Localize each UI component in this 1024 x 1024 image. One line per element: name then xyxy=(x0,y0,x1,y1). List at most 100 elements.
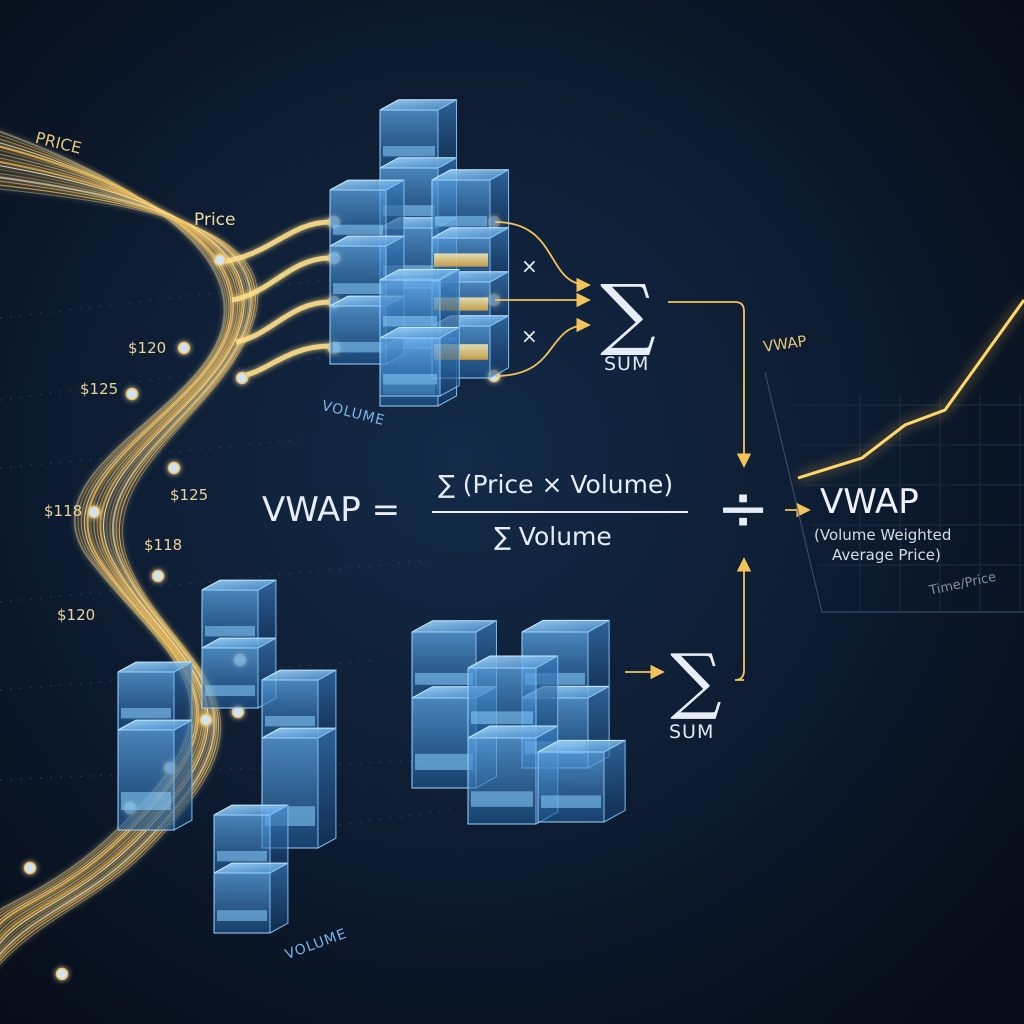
cube-glow-band xyxy=(383,315,437,327)
stream-node xyxy=(177,341,191,355)
glass-cube xyxy=(431,168,510,239)
price-branch xyxy=(245,343,331,378)
connector-top-1 xyxy=(494,221,591,293)
glass-cube xyxy=(117,661,193,731)
mini-chart-axes xyxy=(764,371,1024,613)
price-stream-line xyxy=(0,145,235,926)
multiply-sign: × xyxy=(521,324,538,348)
stream-node xyxy=(199,713,213,727)
stream-node xyxy=(55,967,69,981)
stream-node xyxy=(87,505,101,519)
vwap-result-line1: (Volume Weighted xyxy=(814,526,952,544)
stream-node xyxy=(125,387,139,401)
price-stream-line xyxy=(0,172,249,952)
cube-front-face xyxy=(537,751,605,823)
formula-numerator: ∑ (Price × Volume) xyxy=(438,470,674,499)
formula-lhs: VWAP = xyxy=(262,490,401,530)
cube-glow-band xyxy=(205,685,255,696)
vwap-result-title: VWAP xyxy=(820,482,919,522)
price-stream-line xyxy=(0,138,230,918)
price-tick-label: $125 xyxy=(170,486,209,504)
price-stream-line xyxy=(0,153,239,933)
cube-glow-band xyxy=(415,672,473,685)
stream-node xyxy=(213,253,227,267)
cube-gold-band xyxy=(434,253,488,267)
stream-node xyxy=(167,461,181,475)
connector-sum-to-divide xyxy=(668,301,752,468)
glass-cube xyxy=(379,326,460,397)
volume-cubes xyxy=(117,98,626,934)
cube-front-face xyxy=(329,305,387,365)
price-stream-line xyxy=(0,149,236,929)
cube-glow-band xyxy=(383,373,437,385)
glass-cube xyxy=(537,739,626,823)
cube-glow-band xyxy=(205,625,255,637)
stream-node xyxy=(235,371,249,385)
cube-glow-band xyxy=(383,205,435,216)
cube-glow-band xyxy=(265,715,315,727)
price-branch xyxy=(235,299,331,345)
cube-front-face xyxy=(379,337,441,397)
vwap-result-line2: Average Price) xyxy=(832,546,941,564)
cube-glow-band xyxy=(333,341,383,353)
connector-lines xyxy=(494,221,811,681)
cube-glow-band xyxy=(333,224,383,235)
price-stream-line xyxy=(0,176,252,956)
cube-front-face xyxy=(411,697,477,789)
glass-cube xyxy=(117,719,193,831)
price-branch xyxy=(231,255,331,303)
multiply-sign: × xyxy=(521,254,538,278)
mini-vwap-chart xyxy=(764,297,1024,613)
price-tick-label: $125 xyxy=(80,380,119,398)
cube-front-face xyxy=(117,729,175,831)
cube-glow-band xyxy=(541,795,601,808)
cube-front-face xyxy=(467,737,537,825)
divide-icon: ÷ xyxy=(716,472,770,546)
cube-side-face xyxy=(439,326,460,397)
grid-line xyxy=(0,559,431,603)
cube-front-face xyxy=(213,872,271,934)
sum-label-bottom: SUM xyxy=(669,721,715,743)
grid-line xyxy=(0,759,431,781)
stream-node xyxy=(151,569,165,583)
cube-side-face xyxy=(489,314,510,379)
cube-side-face xyxy=(269,862,289,934)
cube-glow-band xyxy=(471,791,533,807)
sigma-icon-top: ∑ xyxy=(600,269,656,359)
price-stream-line xyxy=(0,180,254,959)
cube-glow-band xyxy=(217,850,267,862)
price-stream-line xyxy=(0,165,245,945)
cube-side-face xyxy=(603,739,626,823)
price-tick-label: $118 xyxy=(44,502,83,520)
formula-denominator: ∑ Volume xyxy=(494,522,612,551)
price-tick-label: $120 xyxy=(57,606,96,624)
price-stream-line xyxy=(0,142,232,921)
grid-line xyxy=(0,439,301,469)
cube-glow-band xyxy=(471,711,533,724)
price-tick-label: $120 xyxy=(128,339,167,357)
glass-cube xyxy=(213,862,289,934)
cube-glow-band xyxy=(121,792,171,810)
price-stream-line xyxy=(0,169,247,948)
connector-top-3 xyxy=(494,317,591,377)
price-stream-line xyxy=(0,134,228,914)
price-stream-line xyxy=(0,188,259,965)
price-tick-label: $118 xyxy=(144,536,183,554)
stream-node xyxy=(23,861,37,875)
cube-glow-band xyxy=(121,707,171,719)
grid-line xyxy=(0,351,361,401)
cube-glow-band xyxy=(435,215,487,227)
cube-front-face xyxy=(201,647,259,709)
cube-side-face xyxy=(317,727,337,849)
price-label: Price xyxy=(194,210,236,230)
vwap-line xyxy=(797,299,1024,480)
cube-glow-band xyxy=(383,145,435,157)
glass-cube xyxy=(467,655,559,739)
mini-chart-grid xyxy=(790,395,1024,612)
sigma-icon-bottom: ∑ xyxy=(670,638,721,722)
price-stream-line xyxy=(0,184,256,962)
glass-cube xyxy=(379,268,460,339)
cube-glow-band xyxy=(217,910,267,921)
cube-glow-band xyxy=(333,283,383,294)
